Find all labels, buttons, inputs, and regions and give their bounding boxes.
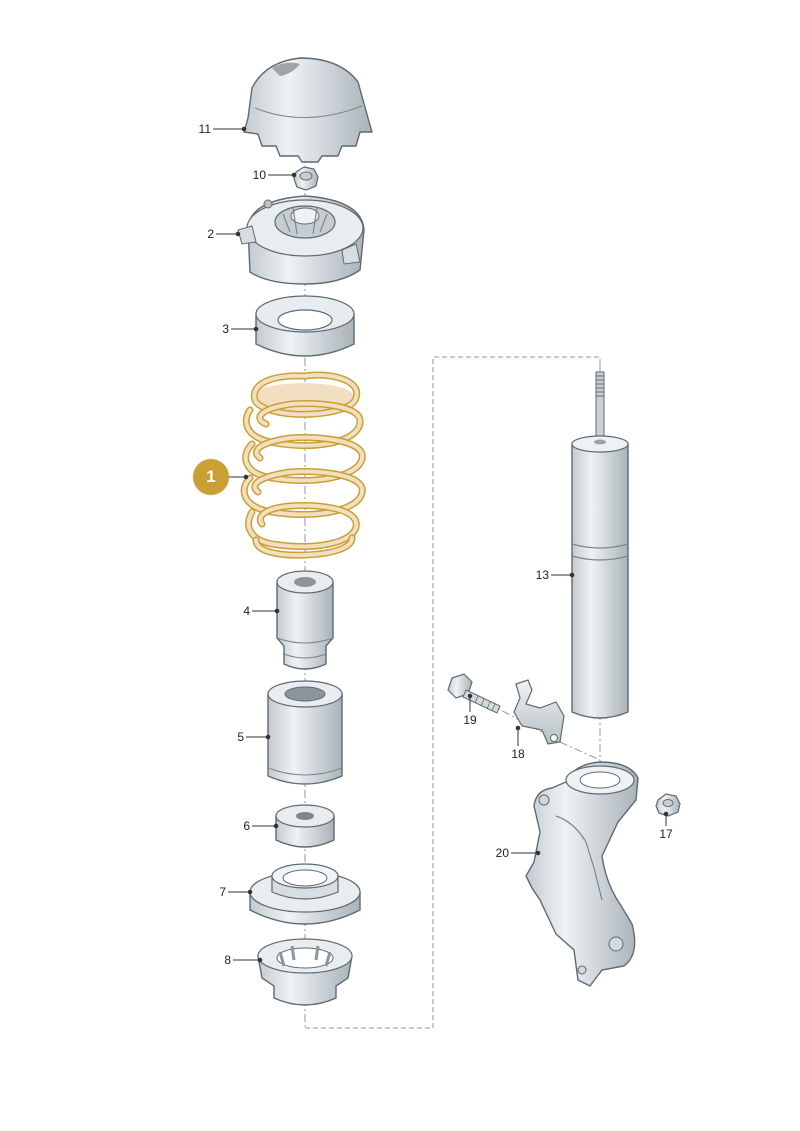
protective-sleeve-icon	[267, 680, 343, 785]
bump-stop-icon	[276, 570, 334, 670]
spring-pad-icon	[257, 938, 353, 1006]
label-part-4: 4	[243, 604, 250, 618]
label-part-5: 5	[237, 730, 244, 744]
label-part-11: 11	[198, 122, 211, 136]
label-part-13: 13	[535, 568, 549, 582]
buffer-ring-icon	[275, 804, 335, 848]
lower-spring-seat-icon	[249, 863, 361, 925]
label-part-20: 20	[495, 846, 509, 860]
label-part-19: 19	[463, 713, 477, 727]
bolt-icon	[447, 673, 501, 714]
label-part-8: 8	[224, 953, 231, 967]
label-part-3: 3	[222, 322, 229, 336]
steering-knuckle-icon	[525, 761, 639, 987]
highlight-badge-part-1[interactable]: 1	[193, 459, 229, 495]
hex-nut-icon	[293, 166, 319, 191]
label-part-6: 6	[243, 819, 250, 833]
label-part-2: 2	[207, 227, 214, 241]
spring-seat-ring-icon	[255, 295, 355, 357]
hex-nut-icon	[655, 793, 681, 817]
protective-cap-icon	[243, 57, 373, 163]
leader-lines	[213, 126, 669, 963]
label-part-7: 7	[219, 885, 226, 899]
label-part-10: 10	[252, 168, 266, 182]
shock-absorber-icon	[571, 371, 629, 719]
coil-spring-icon	[240, 371, 366, 559]
bracket-icon	[513, 679, 565, 745]
strut-mount-icon	[237, 195, 365, 285]
label-part-17: 17	[659, 827, 673, 841]
label-part-18: 18	[511, 747, 525, 761]
